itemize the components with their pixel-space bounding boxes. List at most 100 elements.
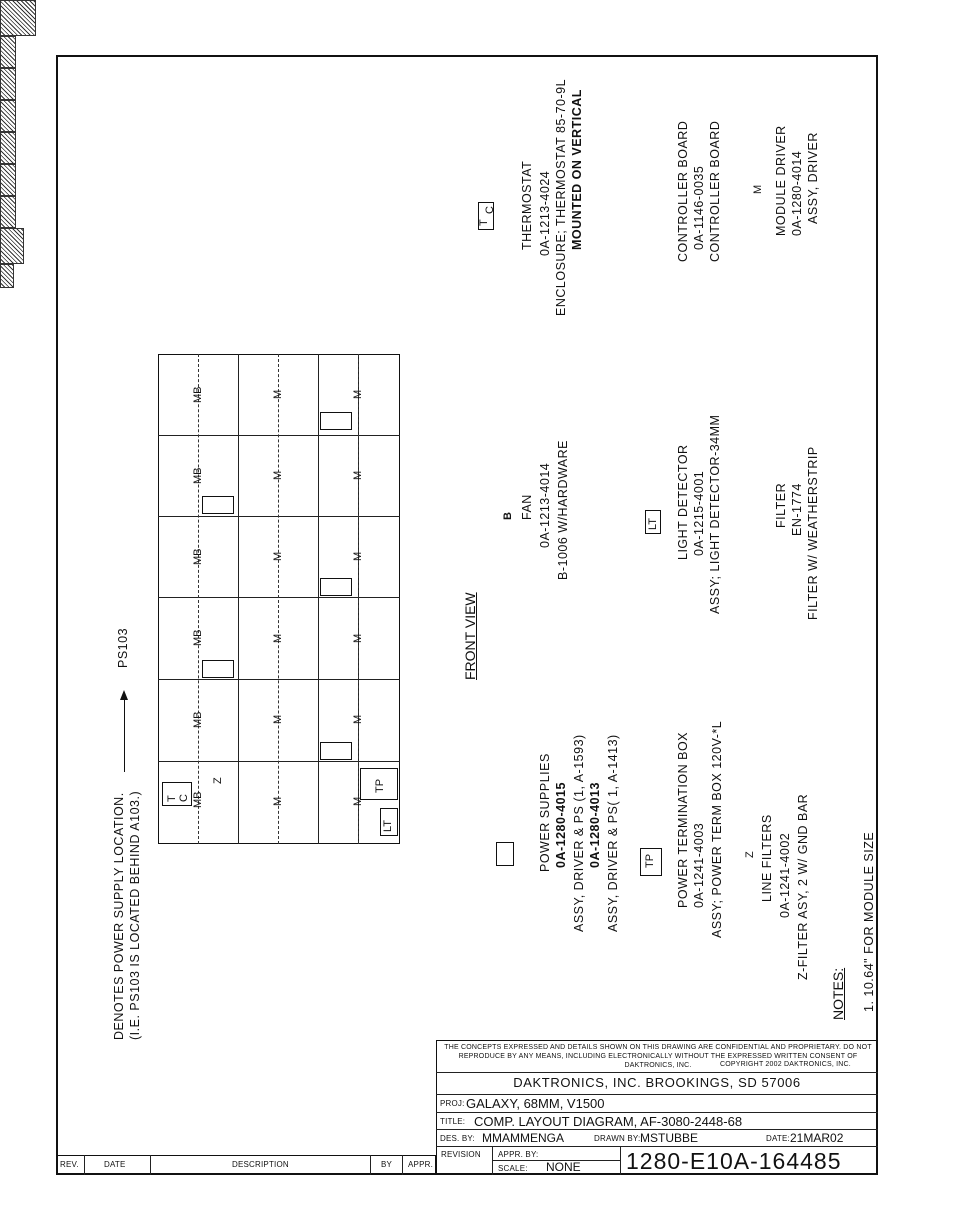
proj-label: PROJ: <box>440 1099 465 1108</box>
mb-label: MB <box>192 711 204 729</box>
power-note-line1: DENOTES POWER SUPPLY LOCATION. <box>112 792 126 1040</box>
filter-part: EN-1774 <box>790 483 804 536</box>
m-label: M <box>352 551 364 561</box>
fan-desc: B-1006 W/HARDWARE <box>556 439 570 580</box>
controller-name: CONTROLLER BOARD <box>676 120 690 262</box>
appr-header: APPR. <box>408 1160 434 1169</box>
thermostat-legend-c: C <box>484 206 496 214</box>
drawn-value: MSTUBBE <box>640 1131 699 1145</box>
light-name: LIGHT DETECTOR <box>676 444 690 560</box>
fan-symbol: B <box>502 512 514 520</box>
thermostat-t: T <box>166 795 178 802</box>
drawing-number: 1280-E10A-164485 <box>626 1148 842 1174</box>
appr-label: APPR. BY: <box>498 1150 539 1159</box>
mb-label: MB <box>192 467 204 485</box>
power-note-target: PS103 <box>116 627 130 668</box>
m-label: M <box>352 470 364 480</box>
m-label: M <box>272 470 284 480</box>
tp-legend-sym: TP <box>644 853 656 868</box>
power-supply-icon <box>202 660 234 678</box>
filter-icon <box>0 196 16 228</box>
controller-legend-icon <box>0 228 24 264</box>
by-header: BY <box>381 1160 393 1169</box>
company-name: DAKTRONICS, INC. BROOKINGS, SD 57006 <box>513 1075 801 1090</box>
filter-icon <box>0 100 16 132</box>
power-note-line2: (I.E. PS103 IS LOCATED BEHIND A103.) <box>128 790 142 1040</box>
m-label: M <box>272 551 284 561</box>
lf-part: 0A-1241-4002 <box>778 832 792 918</box>
tp-symbol <box>360 768 398 800</box>
filter-desc: FILTER W/ WEATHERSTRIP <box>806 446 820 620</box>
proj-value: GALAXY, 68MM, V1500 <box>466 1096 605 1111</box>
m-label: M <box>272 389 284 399</box>
light-desc: ASSY; LIGHT DETECTOR-34MM <box>708 414 722 614</box>
power-desc2: ASSY, DRIVER & PS( 1, A-1413) <box>606 734 620 932</box>
power-desc1: ASSY, DRIVER & PS (1, A-1593) <box>572 734 586 932</box>
filter-legend-icon <box>0 264 14 288</box>
tp-legend-icon <box>640 848 662 876</box>
description-header: DESCRIPTION <box>232 1160 289 1169</box>
mb-label: MB <box>192 629 204 647</box>
lt-legend-sym: LT <box>647 517 659 530</box>
power-part2: 0A-1280-4013 <box>588 782 602 868</box>
filter-icon <box>0 132 16 164</box>
tp-name: POWER TERMINATION BOX <box>676 731 690 908</box>
arrow-head-icon <box>120 690 128 700</box>
rev-header: REV. <box>60 1160 79 1169</box>
lf-desc: Z-FILTER ASY, 2 W/ GND BAR <box>796 793 810 980</box>
lt-symbol <box>380 808 398 836</box>
copyright-text: COPYRIGHT 2002 DAKTRONICS, INC. <box>720 1061 851 1068</box>
m-label: M <box>352 389 364 399</box>
mb-label: MB <box>192 791 204 809</box>
tp-part: 0A-1241-4003 <box>692 822 706 908</box>
thermostat-symbol <box>162 782 192 806</box>
lt-legend-icon <box>645 510 661 534</box>
light-part: 0A-1215-4001 <box>692 470 706 556</box>
thermostat-c: C <box>178 794 190 802</box>
power-supply-icon <box>320 578 352 596</box>
mb-label: MB <box>192 548 204 566</box>
power-name: POWER SUPPLIES <box>538 753 552 872</box>
revision-label: REVISION <box>441 1150 481 1159</box>
lf-name: LINE FILTERS <box>760 814 774 902</box>
title-block <box>436 1040 878 1175</box>
mb-label: MB <box>192 386 204 404</box>
filter-icon <box>0 68 16 100</box>
m-label: M <box>352 714 364 724</box>
power-supply-icon <box>202 496 234 514</box>
filter-icon <box>0 164 16 196</box>
drawn-label: DRAWN BY: <box>594 1134 641 1143</box>
tp-desc: ASSY; POWER TERM BOX 120V-*L <box>710 720 724 938</box>
module-name: MODULE DRIVER <box>774 125 788 236</box>
m-label: M <box>272 633 284 643</box>
module-desc: ASSY, DRIVER <box>806 132 820 224</box>
note-1: 1. 10.64" FOR MODULE SIZE <box>862 831 876 1012</box>
date-value: 21MAR02 <box>790 1131 844 1145</box>
des-value: MMAMMENGA <box>482 1131 564 1145</box>
power-legend-icon <box>496 842 514 866</box>
thermostat-mount: MOUNTED ON VERTICAL <box>570 89 584 250</box>
title-label: TITLE: <box>440 1117 466 1126</box>
des-label: DES. BY: <box>440 1134 475 1143</box>
revision-block <box>56 1155 436 1175</box>
scale-value: NONE <box>546 1160 581 1174</box>
tp-label: TP <box>374 778 386 793</box>
scale-label: SCALE: <box>498 1164 528 1173</box>
fan-part: 0A-1213-4014 <box>538 462 552 548</box>
power-note-arrow <box>124 700 125 772</box>
fan-name: FAN <box>520 494 534 520</box>
controller-desc: CONTROLLER BOARD <box>708 120 722 262</box>
power-part1: 0A-1280-4015 <box>554 782 568 868</box>
z-label: Z <box>212 777 224 784</box>
thermostat-part: 0A-1213-4024 <box>538 170 552 256</box>
thermostat-legend-icon <box>478 202 494 230</box>
z-legend-sym: Z <box>744 851 756 858</box>
filter-icon <box>0 36 16 68</box>
front-view-title: FRONT VIEW <box>462 592 478 680</box>
date-label: DATE: <box>766 1134 790 1143</box>
m-label: M <box>272 714 284 724</box>
controller-board-icon <box>0 0 36 36</box>
m-label: M <box>352 633 364 643</box>
power-supply-icon <box>320 412 352 430</box>
thermostat-legend-t: T <box>478 219 490 226</box>
